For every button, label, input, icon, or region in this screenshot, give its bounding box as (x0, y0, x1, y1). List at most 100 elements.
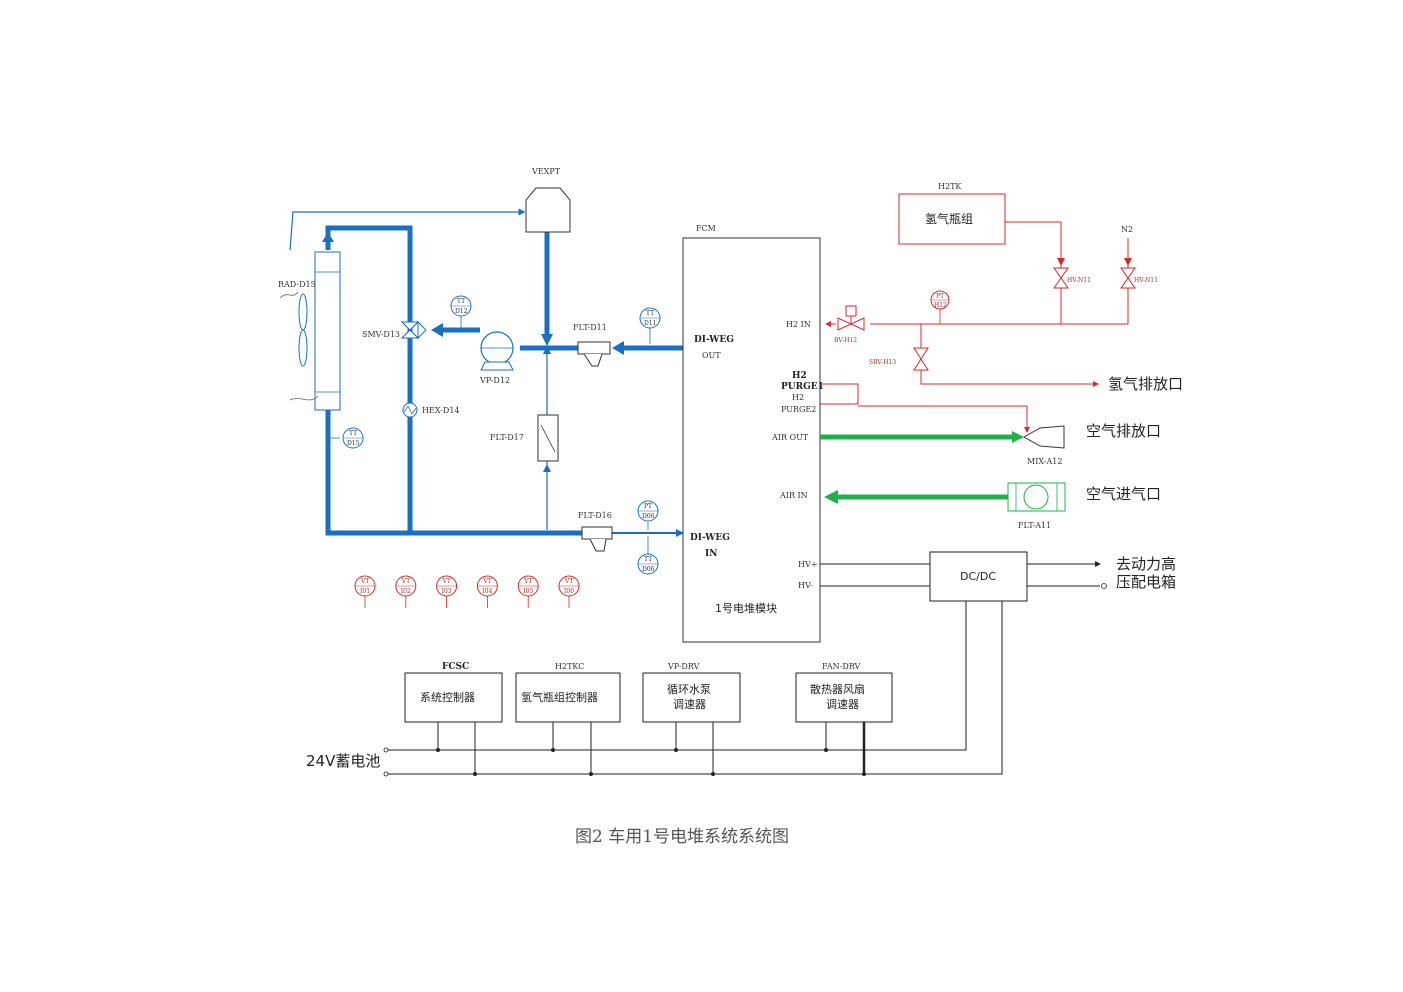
svg-text:D06: D06 (642, 513, 655, 520)
power-box-label-2: 压配电箱 (1116, 573, 1176, 591)
air-system: MIX-A12 FLT-A11 (820, 425, 1066, 530)
air-intake-label: 空气进气口 (1086, 485, 1161, 503)
svg-text:D06: D06 (642, 566, 655, 573)
h2-bottles-label: 氢气瓶组 (925, 211, 973, 226)
port-di-in-2: IN (705, 549, 717, 559)
h2-controller-label: 氢气瓶组控制器 (521, 690, 598, 704)
svg-text:H12: H12 (934, 302, 947, 309)
svg-text:TT: TT (349, 430, 357, 437)
svg-text:TT: TT (644, 556, 652, 563)
label-rad: RAD-D15 (278, 280, 316, 289)
port-h2-purge1-a: H2 (792, 371, 807, 381)
svg-text:I01: I01 (360, 588, 370, 595)
svg-text:I05: I05 (523, 588, 533, 595)
label-vp: VP-D12 (479, 376, 510, 385)
svg-text:D11: D11 (644, 320, 656, 327)
fan-controller-label-1: 散热器风扇 (810, 682, 865, 696)
port-h2-purge2-a: H2 (792, 393, 804, 402)
expansion-tank: VEXPT (525, 167, 571, 233)
hydrogen-system (820, 193, 1132, 433)
svg-text:VT: VT (482, 578, 491, 585)
heat-exchanger: HEX-D14 (402, 402, 460, 418)
label-flt-d11: FLT-D11 (573, 323, 607, 332)
svg-text:D12: D12 (455, 308, 468, 315)
figure-caption: 图2 车用1号电堆系统系统图 (575, 827, 789, 847)
svg-text:PT: PT (644, 503, 652, 510)
port-h2-purge2-b: PURGE2 (781, 405, 816, 414)
label-mix-a12: MIX-A12 (1027, 457, 1062, 466)
valve-bv-h12: BV-H12 (834, 305, 865, 344)
gauge-tt-d06: TT D06 (637, 536, 659, 575)
pump-controller-label-1: 循环水泵 (667, 683, 711, 696)
gauge-tt-d12: TT D12 (450, 295, 472, 328)
filter-d17: FLT-D17 (490, 414, 559, 462)
gauge-vt-5: VT I05 (517, 575, 539, 608)
label-vexpt: VEXPT (531, 167, 561, 176)
svg-text:D15: D15 (347, 440, 360, 447)
port-di-in-1: DI-WEG (690, 533, 730, 543)
dcdc-label: DC/DC (960, 570, 996, 583)
label-n2: N2 (1121, 225, 1133, 234)
label-flt-d16: FLT-D16 (578, 511, 612, 520)
power-box-label-1: 去动力高 (1116, 555, 1176, 573)
svg-text:VT: VT (523, 578, 532, 585)
label-hex: HEX-D14 (422, 406, 460, 415)
junction-dots (436, 748, 866, 776)
battery-label: 24V蓄电池 (306, 752, 380, 770)
svg-text:VT: VT (360, 578, 369, 585)
pump-controller-label-2: 调速器 (673, 698, 706, 711)
valve-hv-n11-right: HV-N11 (1120, 267, 1158, 289)
port-di-out-1: DI-WEG (694, 335, 734, 345)
port-di-out-2: OUT (702, 351, 721, 360)
filter-d16: FLT-D16 (578, 511, 613, 552)
port-hv-plus: HV+ (798, 560, 817, 569)
svg-text:SRV-H13: SRV-H13 (869, 359, 896, 366)
radiator: RAD-D15 (278, 251, 341, 411)
label-h2tkc: H2TKC (555, 662, 584, 671)
gauge-pt-h12: PT H12 (930, 290, 950, 310)
gauge-vt-3: VT I03 (436, 575, 458, 608)
label-fcm: FCM (696, 224, 716, 233)
svg-text:I03: I03 (442, 588, 452, 595)
label-flt-a11: FLT-A11 (1018, 521, 1051, 530)
h2-vent-label: 氢气排放口 (1108, 375, 1183, 393)
svg-text:VT: VT (401, 578, 410, 585)
water-pump: VP-D12 (479, 331, 514, 385)
gauge-vt-1: VT I01 (354, 575, 376, 608)
label-h2tk: H2TK (938, 182, 962, 191)
svg-text:TT: TT (646, 310, 654, 317)
port-air-out: AIR OUT (771, 433, 809, 442)
svg-text:VT: VT (442, 578, 451, 585)
filter-d11: FLT-D11 (573, 323, 611, 367)
sys-controller-label: 系统控制器 (420, 690, 475, 704)
port-hv-minus: HV- (798, 581, 813, 590)
svg-text:TT: TT (457, 298, 465, 305)
svg-text:HV-N11: HV-N11 (1067, 277, 1091, 284)
fuel-cell-module: FCM DI-WEG OUT DI-WEG IN H2 IN H2 PURGE1… (682, 224, 824, 643)
valve-srv-h13: SRV-H13 (869, 347, 929, 371)
stack-module-label: 1号电堆模块 (715, 602, 777, 615)
port-air-in: AIR IN (779, 491, 808, 500)
svg-text:I04: I04 (482, 588, 492, 595)
svg-text:PT: PT (936, 293, 944, 300)
fan-controller-label-2: 调速器 (826, 698, 859, 711)
svg-text:HV-N11: HV-N11 (1134, 277, 1158, 284)
port-h2-purge1-b: PURGE1 (781, 382, 824, 392)
smv-valve: SMV-D13 (362, 320, 427, 340)
label-smv: SMV-D13 (362, 330, 400, 339)
valve-hv-n11-left: HV-N11 (1053, 267, 1091, 289)
air-vent-label: 空气排放口 (1086, 422, 1161, 440)
port-h2-in: H2 IN (786, 320, 811, 329)
svg-text:I06: I06 (564, 588, 574, 595)
gauge-vt-6: VT I06 (558, 575, 580, 608)
svg-text:BV-H12: BV-H12 (834, 337, 857, 344)
gauge-pt-d06: PT D06 (637, 500, 659, 530)
gauge-tt-d15: TT D15 (330, 427, 364, 449)
label-fan-drv: FAN-DRV (822, 662, 860, 671)
label-flt-d17: FLT-D17 (490, 433, 524, 442)
gauge-tt-d11: TT D11 (639, 307, 661, 344)
svg-text:VT: VT (564, 578, 573, 585)
